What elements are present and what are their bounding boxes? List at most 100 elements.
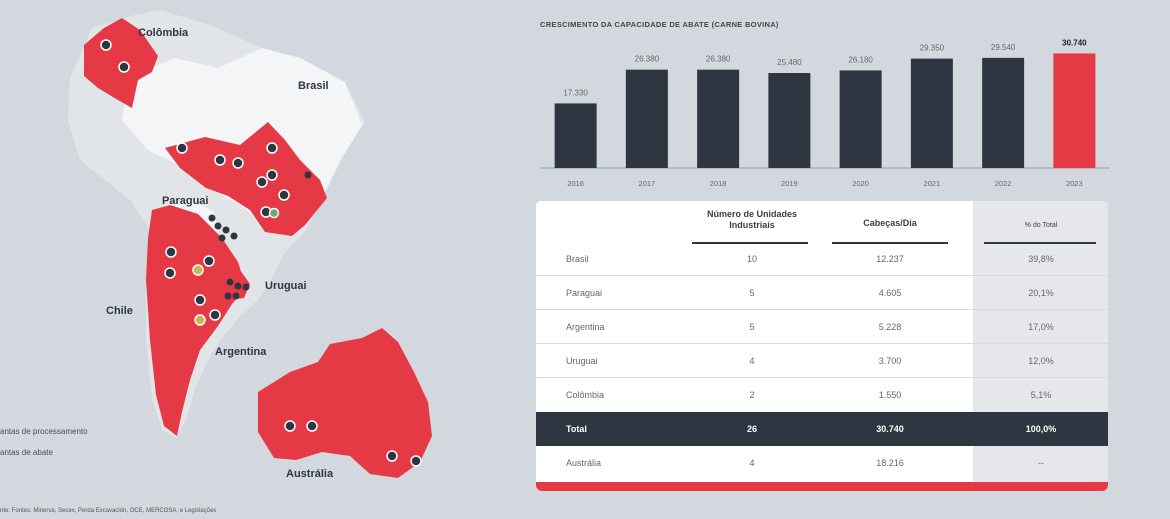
- bar-value-label: 29.540: [991, 43, 1016, 52]
- plant-pin-icon: [194, 294, 206, 306]
- cell-units: 4: [749, 458, 755, 468]
- cell-pct: 17,0%: [1028, 322, 1054, 332]
- legend-processing: antas de processamento: [0, 427, 88, 436]
- cell-heads: 1.550: [878, 390, 902, 400]
- dot-marker-icon: [234, 282, 242, 290]
- dot-marker-icon-group: [208, 171, 312, 300]
- header-units: Número de Unidades Industriais: [706, 209, 798, 230]
- bar-2017: [625, 69, 668, 168]
- header-line-units: [692, 242, 808, 244]
- cell-pct: 5,1%: [1030, 390, 1052, 400]
- bar-2022: [982, 57, 1025, 168]
- bar-2021: [910, 58, 953, 168]
- cell-units: 5: [749, 322, 755, 332]
- plant-pin-icon: [278, 189, 290, 201]
- plant-pin-icon: [256, 176, 268, 188]
- cell-pct: 39,8%: [1028, 254, 1054, 264]
- label-uruguai: Uruguai: [265, 280, 307, 292]
- table-row: Brasil 10 12.237 39,8%: [536, 242, 1108, 276]
- cell-total-label: Total: [566, 424, 587, 434]
- cell-country: Uruguai: [566, 356, 598, 366]
- dot-marker-icon: [304, 171, 312, 179]
- x-tick-label: 2023: [1066, 179, 1083, 188]
- cell-units: 2: [749, 390, 755, 400]
- australia-region[interactable]: [258, 328, 432, 478]
- x-tick-label: 2017: [639, 179, 656, 188]
- label-australia: Austrália: [286, 468, 334, 480]
- cell-heads: 3.700: [878, 356, 902, 366]
- bar-value-label: 26.180: [848, 55, 873, 64]
- bar-value-label: 26.380: [706, 55, 731, 64]
- x-tick-label: 2018: [710, 179, 727, 188]
- table-row: Paraguai 5 4.605 20,1%: [536, 276, 1108, 310]
- plant-pin-icon: [284, 420, 296, 432]
- legend-slaughter: antas de abate: [0, 448, 53, 457]
- header-pct: % do Total: [1024, 222, 1058, 229]
- plant-pin-icon: [386, 450, 398, 462]
- cell-heads: 18.216: [876, 458, 904, 468]
- dot-marker-icon: [242, 283, 250, 291]
- x-tick-label: 2016: [567, 179, 584, 188]
- header-line-pct: [984, 242, 1096, 244]
- table-bottom-strip: [536, 482, 1108, 491]
- plant-pin-icon: [118, 61, 130, 73]
- dot-marker-icon: [214, 222, 222, 230]
- bar-2020: [839, 70, 882, 168]
- header-line-heads: [832, 242, 948, 244]
- bar-2016: [554, 103, 597, 168]
- label-chile: Chile: [106, 305, 133, 317]
- plant-pin-icon: [100, 39, 112, 51]
- plant-pin-icon: [410, 455, 422, 467]
- brazil-red-region[interactable]: [165, 122, 327, 236]
- plant-pin-icon: [214, 154, 226, 166]
- x-tick-label: 2021: [924, 179, 941, 188]
- plant-pin-icon: [232, 157, 244, 169]
- cell-units: 5: [749, 288, 755, 298]
- cell-units: 4: [749, 356, 755, 366]
- x-tick-label: 2020: [852, 179, 869, 188]
- cell-country: Brasil: [566, 254, 589, 264]
- bar-value-label: 26.380: [635, 55, 660, 64]
- plant-pin-icon: [194, 314, 206, 326]
- bar-value-label: 25.480: [777, 58, 802, 67]
- bar-2023: [1053, 53, 1096, 168]
- cell-units: 10: [746, 254, 757, 264]
- cell-pct: 20,1%: [1028, 288, 1054, 298]
- table-row: Uruguai 4 3.700 12,0%: [536, 344, 1108, 378]
- dot-marker-icon: [208, 214, 216, 222]
- dot-marker-icon: [232, 292, 240, 300]
- chart-title: CRESCIMENTO DA CAPACIDADE DE ABATE (CARN…: [540, 20, 779, 29]
- dot-marker-icon: [218, 234, 226, 242]
- plant-pin-icon: [164, 267, 176, 279]
- label-argentina: Argentina: [215, 346, 267, 358]
- bar-2018: [697, 69, 740, 168]
- table-row-australia: Austrália 4 18.216 --: [536, 446, 1108, 480]
- source-note: nte: Fontes: Minerva, Secex, Perda Excav…: [0, 508, 217, 514]
- capacity-bar-chart: 17.330201626.380201726.380201825.4802019…: [540, 38, 1110, 188]
- plant-pin-icon: [192, 264, 204, 276]
- cell-total-heads: 30.740: [876, 424, 904, 434]
- bar-value-label: 29.350: [920, 44, 945, 53]
- plant-pin-yellow-group: [192, 264, 206, 326]
- label-paraguai: Paraguai: [162, 195, 209, 207]
- table-row: Argentina 5 5.228 17,0%: [536, 310, 1108, 344]
- x-tick-label: 2022: [995, 179, 1012, 188]
- cell-country: Paraguai: [566, 288, 603, 298]
- dot-marker-icon: [230, 232, 238, 240]
- cell-pct: 12,0%: [1028, 356, 1054, 366]
- dot-marker-icon: [222, 226, 230, 234]
- table-row: Colômbia 2 1.550 5,1%: [536, 378, 1108, 412]
- cell-heads: 12.237: [876, 254, 904, 264]
- label-brasil: Brasil: [298, 80, 329, 92]
- plant-pin-icon-group: [100, 39, 422, 467]
- table-total-row: Total 26 30.740 100,0%: [536, 412, 1108, 446]
- capacity-table: Número de Unidades Industriais Cabeças/D…: [536, 201, 1108, 488]
- dot-marker-icon: [226, 278, 234, 286]
- bar-2019: [768, 73, 811, 168]
- plant-pin-icon: [306, 420, 318, 432]
- bar-value-label: 30.740: [1062, 38, 1087, 47]
- plant-pin-green-group: [268, 207, 280, 219]
- cell-country: Colômbia: [566, 390, 605, 400]
- x-tick-label: 2019: [781, 179, 798, 188]
- label-colombia: Colômbia: [138, 27, 189, 39]
